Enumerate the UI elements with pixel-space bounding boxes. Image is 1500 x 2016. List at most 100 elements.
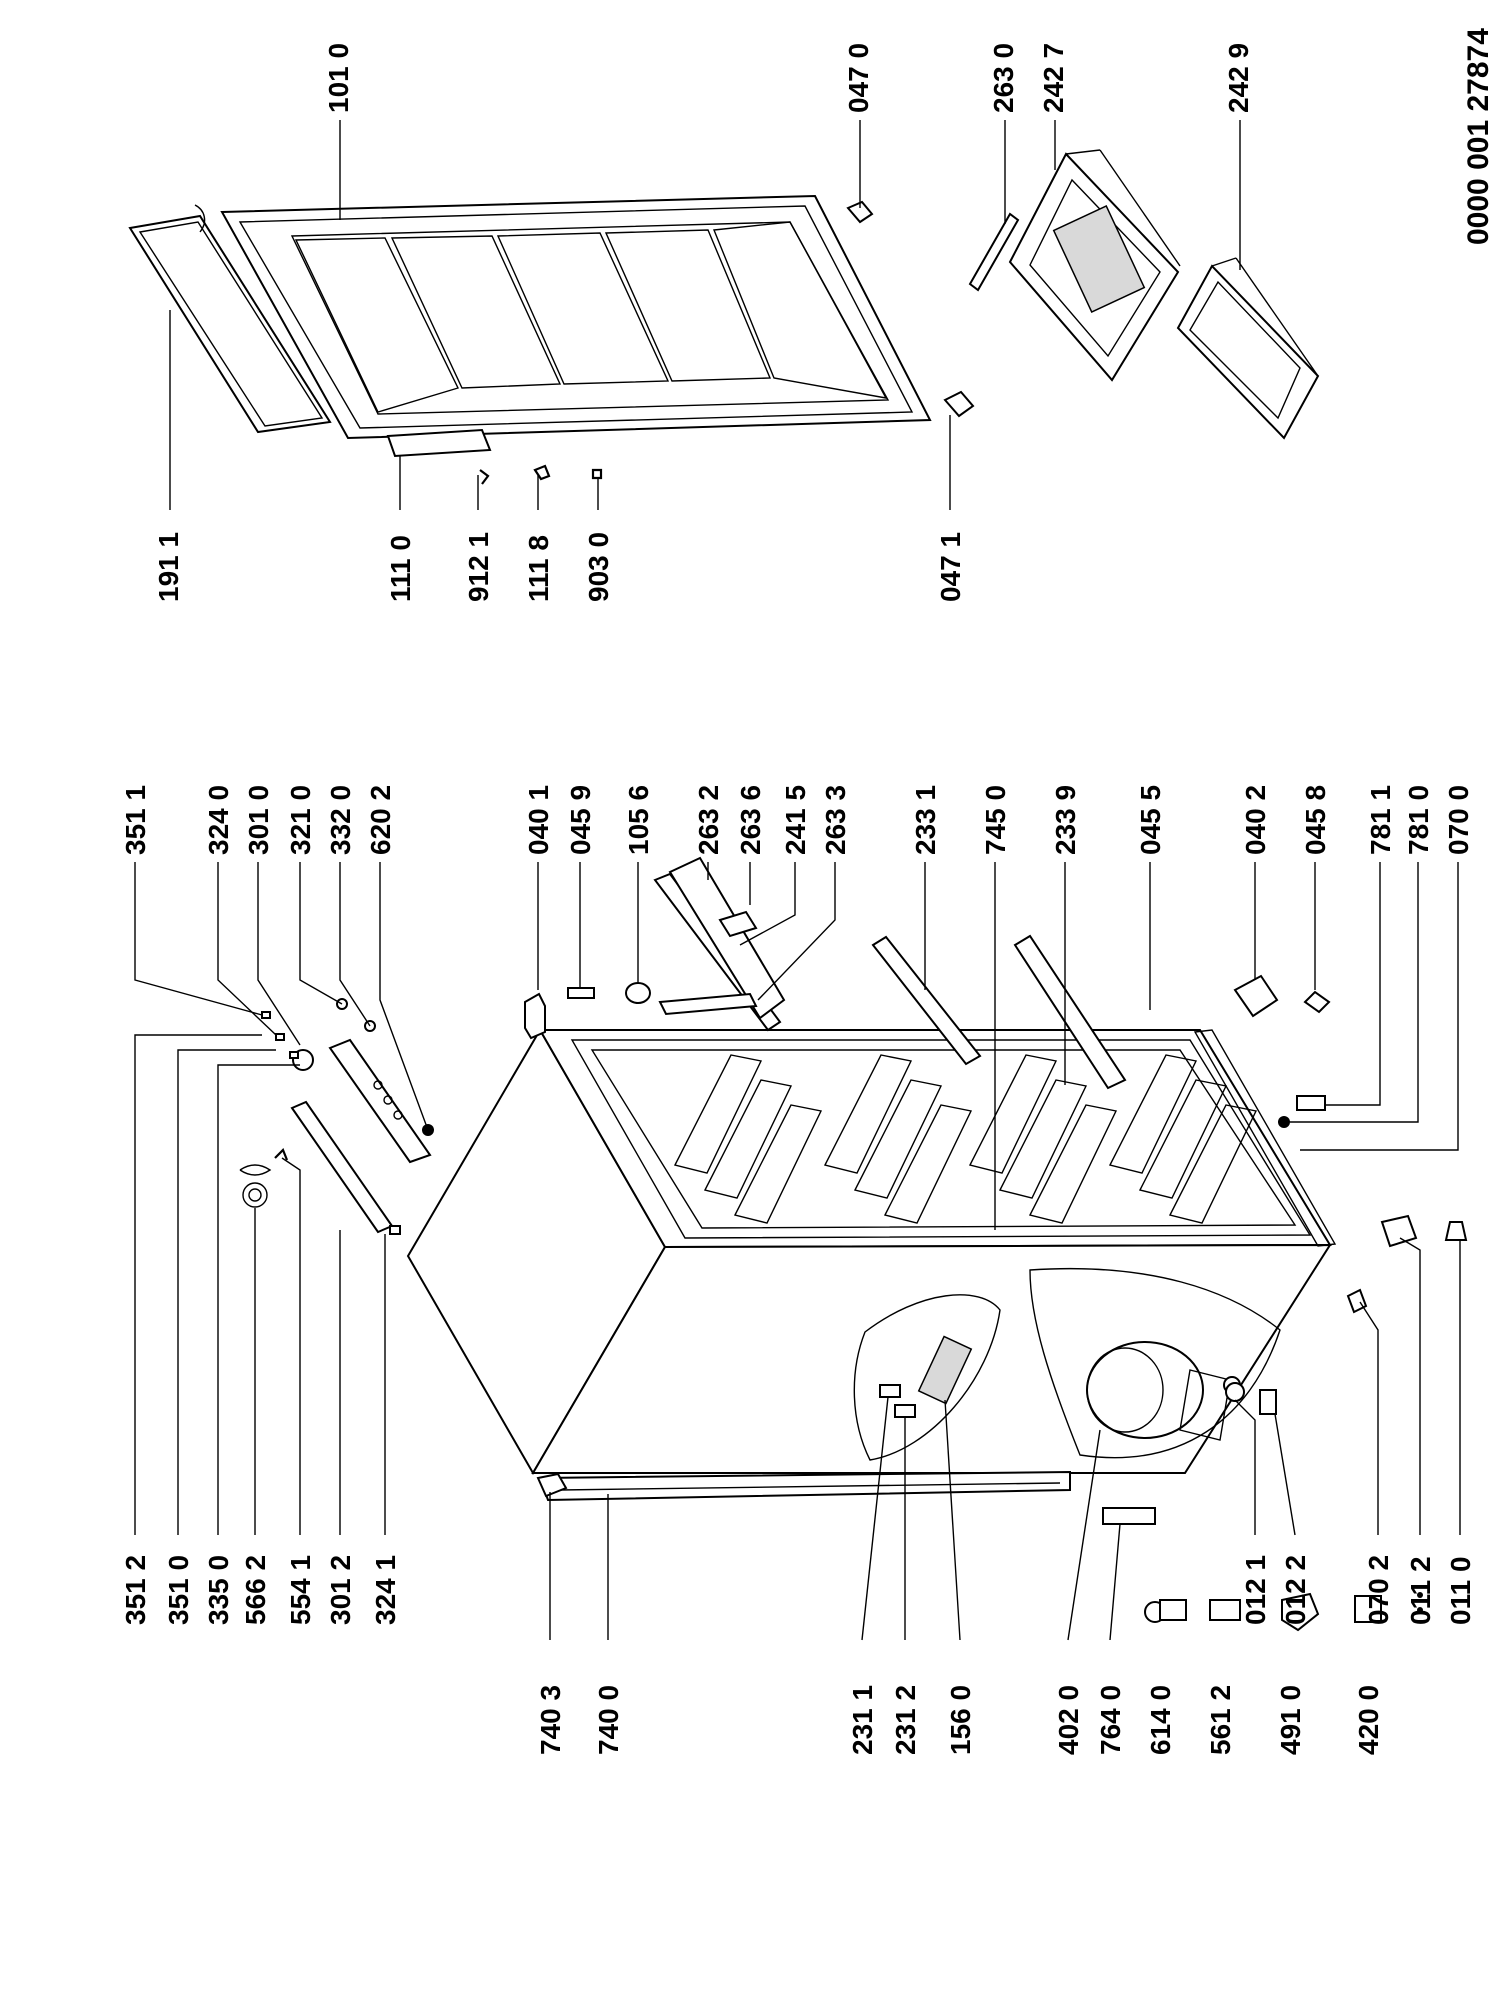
callout-label: 324 0	[203, 785, 234, 855]
callout-label: 324 1	[370, 1555, 401, 1625]
callout-label: 351 2	[120, 1555, 151, 1625]
loose-parts	[1144, 1592, 1423, 1632]
callout-label: 045 9	[565, 785, 596, 855]
callout-label: 351 0	[163, 1555, 194, 1625]
plug-781-0	[1278, 1116, 1290, 1128]
callout-label: 011 2	[1405, 1556, 1436, 1625]
callout-label: 745 0	[980, 785, 1011, 855]
callouts-left-bottom-a: 351 2 351 0 335 0 566 2 554 1 301 2 324 …	[120, 1555, 401, 1625]
callout-label: 614 0	[1145, 1685, 1176, 1755]
callouts-right-bottom: 191 1 111 0 912 1 111 8 903 0 047 1	[153, 532, 966, 602]
hinge-040-1	[524, 992, 546, 1040]
callout-label: 105 6	[623, 785, 654, 855]
callout-label: 263 0	[988, 43, 1019, 113]
basket-242-9	[1176, 257, 1320, 440]
part-011-2	[1380, 1214, 1418, 1248]
rail-233-9	[1013, 934, 1127, 1090]
callout-label: 045 8	[1300, 785, 1331, 855]
control-panel	[261, 998, 434, 1235]
thermostat-566-2	[239, 1164, 272, 1208]
part-561-2	[1209, 1599, 1241, 1621]
part-491-0	[1281, 1592, 1320, 1632]
pin-045-9	[567, 987, 595, 999]
callout-label: 242 9	[1223, 43, 1254, 113]
callout-label: 402 0	[1053, 1685, 1084, 1755]
callout-label: 040 1	[523, 785, 554, 855]
evaporator-156-0	[853, 1294, 1001, 1461]
basket-242-7	[1008, 149, 1181, 382]
callout-label: 111 8	[523, 535, 554, 602]
relay-231-2	[894, 1404, 916, 1418]
hinge-cover	[386, 428, 492, 458]
callout-label: 903 0	[583, 532, 614, 602]
callout-label: 045 5	[1135, 785, 1166, 855]
callout-label: 332 0	[325, 785, 356, 855]
drier-764-0	[1102, 1507, 1156, 1525]
door-gasket	[128, 214, 332, 434]
cabinet-assembly	[239, 856, 1468, 1632]
part-012-2	[1259, 1389, 1277, 1415]
callout-label: 156 0	[945, 1685, 976, 1755]
callout-label: 231 2	[890, 1685, 921, 1755]
callout-label: 263 2	[693, 785, 724, 855]
callouts-left-bottom-b: 012 1 012 2 070 2 011 2 011 0	[1240, 1555, 1476, 1625]
relay-231-1	[879, 1384, 901, 1398]
callout-label: 242 7	[1038, 43, 1069, 113]
callout-label: 241 5	[780, 785, 811, 855]
callout-label: 070 0	[1443, 785, 1474, 855]
cabinet-side-face	[531, 1243, 1332, 1474]
hinge-040-2	[1233, 974, 1279, 1018]
door-hardware	[479, 200, 975, 485]
part-012-1	[1225, 1382, 1245, 1402]
callout-label: 233 1	[910, 785, 941, 855]
callout-label: 012 2	[1280, 1555, 1311, 1625]
callout-label: 554 1	[285, 1555, 316, 1625]
callout-label: 740 0	[593, 1685, 624, 1755]
rail-233-1	[871, 935, 982, 1066]
callout-label: 070 2	[1363, 1555, 1394, 1625]
cap-105-6	[625, 982, 651, 1004]
callout-label: 420 0	[1353, 1685, 1384, 1755]
callouts-right-top: 101 0 047 0 263 0 242 7 242 9	[323, 43, 1254, 113]
callout-label: 561 2	[1205, 1685, 1236, 1755]
callout-label: 101 0	[323, 43, 354, 113]
clip-554-1	[274, 1148, 289, 1161]
part-614-0b	[1159, 1599, 1187, 1621]
callout-label: 233 9	[1050, 785, 1081, 855]
callouts-left-mid: 040 1 045 9 105 6 263 2 263 6 241 5 263 …	[523, 785, 1474, 855]
callout-label: 047 0	[843, 43, 874, 113]
hinge-047-1	[943, 390, 975, 418]
callout-label: 012 1	[1240, 1555, 1271, 1625]
callout-label: 620 2	[365, 785, 396, 855]
callout-label: 566 2	[240, 1555, 271, 1625]
condenser-740	[536, 1470, 1071, 1502]
callout-label: 781 0	[1403, 785, 1434, 855]
cabinet-front-face	[538, 1029, 1332, 1249]
hinge-047-0	[846, 200, 874, 224]
callout-label: 764 0	[1095, 1685, 1126, 1755]
callout-label: 191 1	[153, 532, 184, 602]
door-panel	[220, 194, 932, 440]
callout-label: 740 3	[535, 1685, 566, 1755]
callout-label: 491 0	[1275, 1685, 1306, 1755]
callout-label: 047 1	[935, 532, 966, 602]
grille-781-1	[1296, 1095, 1326, 1111]
callout-label: 781 1	[1365, 785, 1396, 855]
callout-label: 111 0	[385, 535, 416, 602]
callout-label: 301 0	[243, 785, 274, 855]
callout-label: 301 2	[325, 1555, 356, 1625]
callout-label: 321 0	[285, 785, 316, 855]
rail-263-0	[968, 212, 1020, 292]
callout-label: 912 1	[463, 532, 494, 602]
part-070-2	[1346, 1288, 1368, 1314]
callout-label: 011 0	[1445, 1556, 1476, 1625]
part-420-0	[1354, 1595, 1382, 1623]
crisper-241-5	[653, 856, 786, 1032]
document-code: 0000 001 27874	[1462, 28, 1495, 245]
callout-label: 263 6	[735, 785, 766, 855]
part-011-0	[1444, 1221, 1468, 1241]
door-shelves	[294, 221, 888, 413]
callout-label: 231 1	[847, 1685, 878, 1755]
